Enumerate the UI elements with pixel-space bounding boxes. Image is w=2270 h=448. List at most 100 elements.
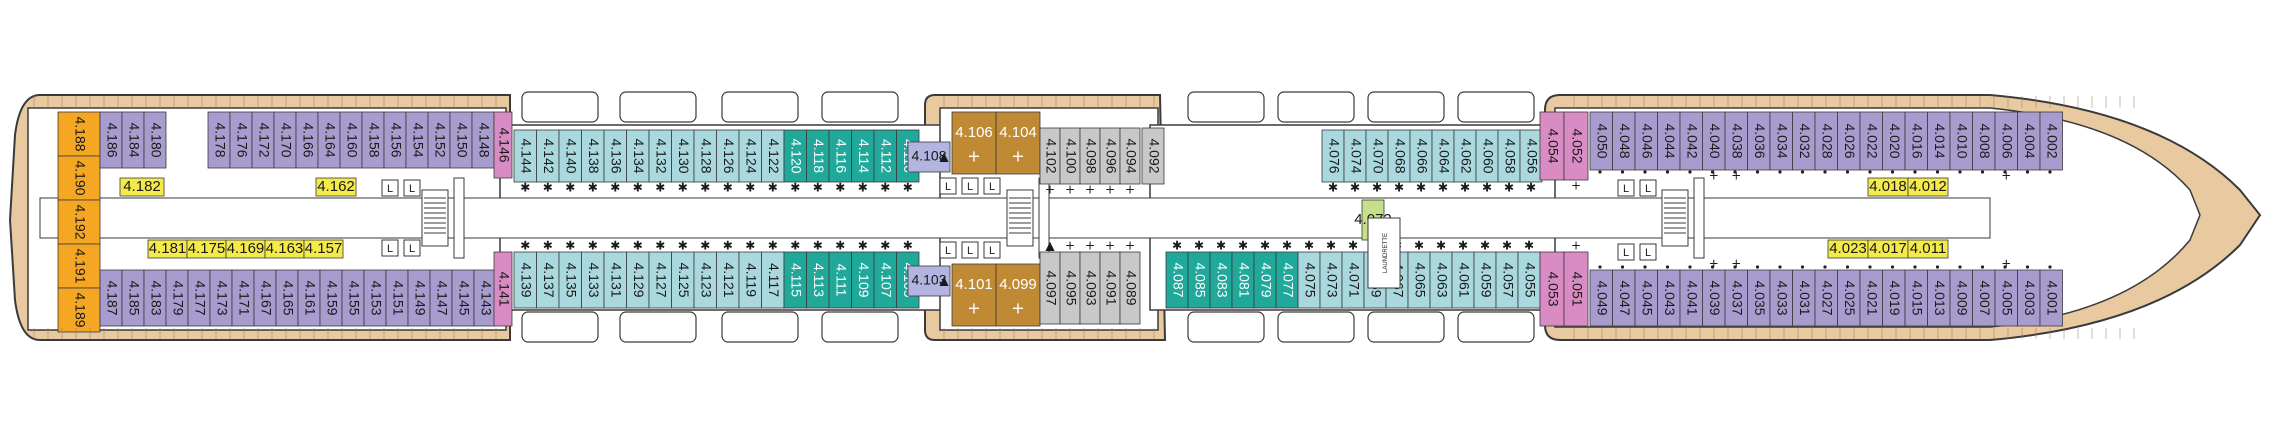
cabin-4.166[interactable]: 4.166	[295, 111, 319, 169]
cabin-4.134[interactable]: 4.134✱	[626, 129, 650, 195]
cabin-4.154[interactable]: 4.154	[405, 111, 429, 169]
cabin-4.035[interactable]: 4.035	[1747, 269, 1771, 327]
cabin-4.167[interactable]: 4.167	[253, 269, 277, 327]
cabin-4.001[interactable]: 4.001	[2039, 269, 2063, 327]
cabin-4.041[interactable]: 4.041	[1679, 269, 1703, 327]
cabin-4.004[interactable]: 4.004	[2017, 111, 2041, 171]
cabin-4.008[interactable]: 4.008	[1972, 111, 1996, 171]
cabin-4.161[interactable]: 4.161	[297, 269, 321, 327]
cabin-4.038[interactable]: 4.038+	[1724, 111, 1748, 183]
cabin-4.036[interactable]: 4.036	[1747, 111, 1771, 171]
cabin-4.170[interactable]: 4.170	[273, 111, 297, 169]
cabin-4.014[interactable]: 4.014	[1927, 111, 1951, 171]
cabin-4.156[interactable]: 4.156	[383, 111, 407, 169]
cabin-4.158[interactable]: 4.158	[361, 111, 385, 169]
cabin-4.076[interactable]: 4.076✱	[1321, 129, 1345, 195]
cabin-4.087[interactable]: 4.087✱	[1165, 239, 1189, 309]
cabin-4.023[interactable]: 4.023	[1827, 239, 1869, 259]
cabin-4.175[interactable]: 4.175	[186, 239, 227, 259]
cabin-4.034[interactable]: 4.034	[1769, 111, 1793, 171]
cabin-4.055[interactable]: 4.055✱	[1517, 239, 1541, 309]
cabin-4.012[interactable]: 4.012	[1907, 177, 1949, 197]
cabin-4.180[interactable]: 4.180	[143, 111, 167, 169]
cabin-4.155[interactable]: 4.155	[341, 269, 365, 327]
cabin-4.149[interactable]: 4.149	[407, 269, 431, 327]
cabin-4.126[interactable]: 4.126✱	[716, 129, 740, 195]
cabin-4.128[interactable]: 4.128✱	[693, 129, 717, 195]
cabin-4.130[interactable]: 4.130✱	[671, 129, 695, 195]
cabin-4.127[interactable]: 4.127✱	[648, 239, 672, 309]
cabin-4.137[interactable]: 4.137✱	[536, 239, 560, 309]
cabin-4.118[interactable]: 4.118✱	[806, 129, 830, 195]
cabin-4.160[interactable]: 4.160	[339, 111, 363, 169]
cabin-4.032[interactable]: 4.032	[1792, 111, 1816, 171]
cabin-4.104[interactable]: 4.104+	[995, 111, 1041, 175]
cabin-4.114[interactable]: 4.114✱	[851, 129, 875, 195]
cabin-4.112[interactable]: 4.112✱	[873, 129, 897, 195]
cabin-4.070[interactable]: 4.070✱	[1365, 129, 1389, 195]
cabin-4.133[interactable]: 4.133✱	[581, 239, 605, 309]
cabin-4.140[interactable]: 4.140✱	[558, 129, 582, 195]
cabin-4.181[interactable]: 4.181	[147, 239, 188, 259]
cabin-4.095[interactable]: 4.095+	[1059, 239, 1081, 325]
cabin-4.026[interactable]: 4.026	[1837, 111, 1861, 171]
cabin-4.068[interactable]: 4.068✱	[1387, 129, 1411, 195]
cabin-4.178[interactable]: 4.178	[207, 111, 231, 169]
cabin-4.017[interactable]: 4.017	[1867, 239, 1909, 259]
cabin-4.050[interactable]: 4.050	[1589, 111, 1613, 171]
cabin-4.146[interactable]: 4.146	[493, 111, 513, 179]
cabin-4.051[interactable]: 4.051+	[1563, 239, 1589, 327]
cabin-4.042[interactable]: 4.042	[1679, 111, 1703, 171]
cabin-4.120[interactable]: 4.120✱	[783, 129, 807, 195]
cabin-4.025[interactable]: 4.025	[1837, 269, 1861, 327]
cabin-4.176[interactable]: 4.176	[229, 111, 253, 169]
cabin-4.043[interactable]: 4.043	[1657, 269, 1681, 327]
cabin-4.177[interactable]: 4.177	[187, 269, 211, 327]
cabin-4.003[interactable]: 4.003	[2017, 269, 2041, 327]
cabin-4.094[interactable]: 4.094+	[1119, 127, 1141, 197]
cabin-4.141[interactable]: 4.141	[493, 251, 513, 327]
cabin-4.147[interactable]: 4.147	[429, 269, 453, 327]
cabin-4.013[interactable]: 4.013	[1927, 269, 1951, 327]
cabin-4.183[interactable]: 4.183	[143, 269, 167, 327]
cabin-4.185[interactable]: 4.185	[121, 269, 145, 327]
cabin-4.171[interactable]: 4.171	[231, 269, 255, 327]
cabin-4.111[interactable]: 4.111✱	[828, 239, 852, 309]
cabin-4.074[interactable]: 4.074✱	[1343, 129, 1367, 195]
cabin-4.106[interactable]: 4.106+	[951, 111, 997, 175]
cabin-4.148[interactable]: 4.148	[471, 111, 495, 169]
cabin-4.039[interactable]: 4.039+	[1702, 257, 1726, 327]
cabin-4.009[interactable]: 4.009	[1949, 269, 1973, 327]
cabin-4.172[interactable]: 4.172	[251, 111, 275, 169]
cabin-4.015[interactable]: 4.015	[1904, 269, 1928, 327]
cabin-4.122[interactable]: 4.122✱	[761, 129, 785, 195]
cabin-4.073[interactable]: 4.073✱	[1319, 239, 1343, 309]
cabin-4.057[interactable]: 4.057✱	[1495, 239, 1519, 309]
cabin-4.002[interactable]: 4.002	[2039, 111, 2063, 171]
cabin-4.089[interactable]: 4.089+	[1119, 239, 1141, 325]
cabin-4.101[interactable]: 4.101+	[951, 263, 997, 327]
cabin-4.047[interactable]: 4.047	[1612, 269, 1636, 327]
cabin-4.119[interactable]: 4.119✱	[738, 239, 762, 309]
cabin-4.109[interactable]: 4.109✱	[851, 239, 875, 309]
cabin-4.136[interactable]: 4.136✱	[603, 129, 627, 195]
cabin-4.040[interactable]: 4.040+	[1702, 111, 1726, 183]
cabin-4.045[interactable]: 4.045	[1634, 269, 1658, 327]
cabin-4.139[interactable]: 4.139✱	[513, 239, 537, 309]
cabin-4.098[interactable]: 4.098+	[1079, 127, 1101, 197]
cabin-4.157[interactable]: 4.157	[303, 239, 344, 259]
cabin-4.006[interactable]: 4.006+	[1994, 111, 2018, 183]
cabin-4.123[interactable]: 4.123✱	[693, 239, 717, 309]
cabin-4.151[interactable]: 4.151	[385, 269, 409, 327]
cabin-4.066[interactable]: 4.066✱	[1409, 129, 1433, 195]
cabin-4.046[interactable]: 4.046	[1634, 111, 1658, 171]
cabin-4.164[interactable]: 4.164	[317, 111, 341, 169]
cabin-4.142[interactable]: 4.142✱	[536, 129, 560, 195]
cabin-4.011[interactable]: 4.011	[1907, 239, 1949, 259]
cabin-4.054[interactable]: 4.054	[1539, 111, 1565, 181]
cabin-4.116[interactable]: 4.116✱	[828, 129, 852, 195]
cabin-4.044[interactable]: 4.044	[1657, 111, 1681, 171]
cabin-4.100[interactable]: 4.100+	[1059, 127, 1081, 197]
cabin-4.049[interactable]: 4.049	[1589, 269, 1613, 327]
cabin-4.085[interactable]: 4.085✱	[1187, 239, 1211, 309]
